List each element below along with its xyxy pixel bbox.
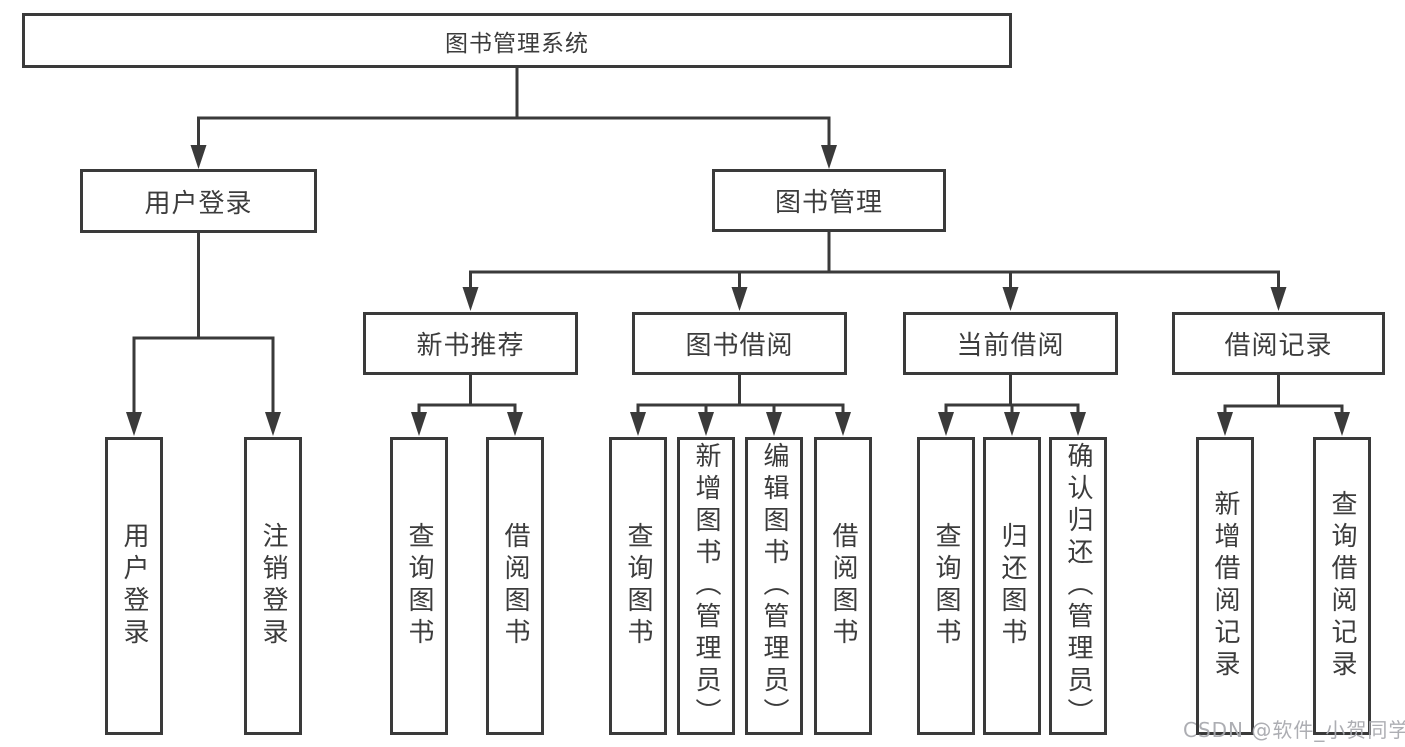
arrowheads: [126, 145, 1350, 436]
node-leaf-query-book-recommend-label: 查询图书: [404, 522, 434, 650]
node-leaf-borrow-book-recommend: 借阅图书: [486, 437, 544, 735]
node-leaf-add-book-admin-label: 新增图书（管理员）: [691, 442, 721, 730]
node-leaf-logout-label: 注销登录: [258, 522, 288, 650]
node-leaf-add-book-admin: 新增图书（管理员）: [677, 437, 735, 735]
arrow-leaf-add-record: [1217, 412, 1233, 436]
node-leaf-query-book-current: 查询图书: [917, 437, 975, 735]
node-book-management-label: 图书管理: [774, 188, 883, 218]
arrow-leaf-borrow2: [835, 412, 851, 436]
node-borrow-record: 借阅记录: [1172, 312, 1385, 375]
node-leaf-add-borrow-record-label: 新增借阅记录: [1210, 490, 1240, 682]
node-leaf-edit-book-admin-label: 编辑图书（管理员）: [759, 442, 789, 730]
arrow-leaf-query3: [938, 412, 954, 436]
node-leaf-edit-book-admin: 编辑图书（管理员）: [745, 437, 803, 735]
node-book-borrow: 图书借阅: [632, 312, 847, 375]
node-borrow-record-label: 借阅记录: [1224, 331, 1333, 361]
node-root-label: 图书管理系统: [445, 30, 589, 57]
arrow-leaf-confirm: [1070, 412, 1086, 436]
node-leaf-user-login: 用户登录: [105, 437, 163, 735]
node-leaf-logout: 注销登录: [244, 437, 302, 735]
arrow-leaf-user-login: [126, 412, 142, 436]
node-leaf-query-book-recommend: 查询图书: [390, 437, 448, 735]
node-leaf-confirm-return-admin-label: 确认归还（管理员）: [1063, 442, 1093, 730]
arrow-current-borrow: [1002, 287, 1019, 311]
arrow-book-borrow: [731, 287, 748, 311]
arrow-leaf-query2: [630, 412, 646, 436]
arrow-leaf-return: [1004, 412, 1020, 436]
node-book-management: 图书管理: [712, 169, 946, 232]
node-leaf-borrow-book-recommend-label: 借阅图书: [500, 522, 530, 650]
node-new-book-recommend-label: 新书推荐: [416, 331, 525, 361]
node-new-book-recommend: 新书推荐: [363, 312, 578, 375]
arrow-leaf-query-record: [1334, 412, 1350, 436]
arrow-user-login: [190, 145, 207, 169]
arrow-leaf-edit-book: [766, 412, 782, 436]
arrow-leaf-add-book: [698, 412, 714, 436]
node-leaf-borrow-book-borrow: 借阅图书: [814, 437, 872, 735]
node-leaf-query-borrow-record-label: 查询借阅记录: [1327, 490, 1357, 682]
node-leaf-return-book: 归还图书: [983, 437, 1041, 735]
node-leaf-query-borrow-record: 查询借阅记录: [1313, 437, 1371, 735]
arrow-leaf-query1: [411, 412, 427, 436]
arrow-new-book: [462, 287, 479, 311]
arrow-borrow-record: [1270, 287, 1287, 311]
node-leaf-return-book-label: 归还图书: [997, 522, 1027, 650]
node-current-borrow-label: 当前借阅: [956, 331, 1065, 361]
node-leaf-confirm-return-admin: 确认归还（管理员）: [1049, 437, 1107, 735]
node-user-login: 用户登录: [80, 169, 317, 233]
arrow-leaf-borrow1: [507, 412, 523, 436]
watermark: CSDN @软件_小贺同学: [1183, 718, 1405, 742]
node-leaf-user-login-label: 用户登录: [119, 522, 149, 650]
node-current-borrow: 当前借阅: [903, 312, 1118, 375]
node-user-login-label: 用户登录: [144, 188, 253, 219]
arrow-leaf-logout: [265, 412, 281, 436]
node-book-borrow-label: 图书借阅: [685, 331, 794, 361]
node-leaf-borrow-book-borrow-label: 借阅图书: [828, 522, 858, 650]
node-leaf-query-book-current-label: 查询图书: [931, 522, 961, 650]
node-leaf-query-book-borrow-label: 查询图书: [623, 522, 653, 650]
node-leaf-add-borrow-record: 新增借阅记录: [1196, 437, 1254, 735]
node-leaf-query-book-borrow: 查询图书: [609, 437, 667, 735]
arrow-book-mgmt: [821, 145, 837, 169]
node-root: 图书管理系统: [22, 13, 1012, 68]
